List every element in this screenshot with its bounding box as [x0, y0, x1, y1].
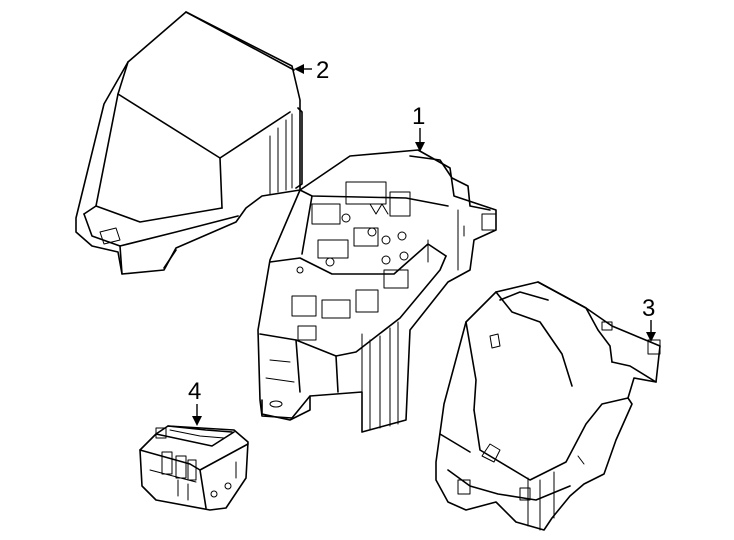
callout-2-number: 2: [316, 57, 329, 84]
callout-2-leader: [294, 64, 312, 74]
part-3-lower-housing[interactable]: [435, 281, 661, 531]
callout-1-leader: [415, 128, 425, 152]
part-2-fuse-box-cover[interactable]: [75, 11, 303, 275]
callout-3-number: 3: [642, 295, 655, 322]
callout-4-number: 4: [188, 378, 201, 405]
callout-3-leader: [646, 320, 656, 342]
part-1-fuse-relay-box[interactable]: [257, 149, 497, 433]
part-4-relay-block[interactable]: [139, 425, 249, 511]
callout-1-number: 1: [412, 103, 425, 130]
callout-4-leader: [192, 404, 202, 426]
